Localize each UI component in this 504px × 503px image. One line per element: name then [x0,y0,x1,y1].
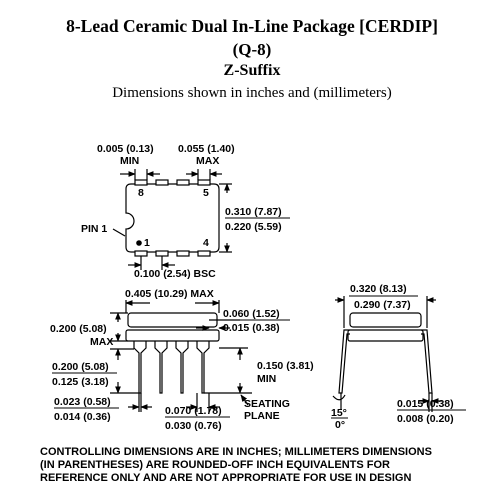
top-view-body [125,183,220,253]
lead-length-max: 0.200 (5.08) [52,361,109,373]
dim-0055-value: 0.055 (1.40) [178,143,235,155]
seating-plane-line1: SEATING [244,398,290,410]
seating-plane-line2: PLANE [244,410,280,422]
pin1-number: 1 [144,237,150,249]
bottom-pad-1 [134,250,148,257]
top-pad-8 [134,179,148,186]
seat-height-qualifier: MIN [257,373,276,385]
lead-length-min: 0.125 (3.18) [52,376,109,388]
pin4-number: 4 [203,237,209,249]
side-view-labels: 0.405 (10.29) MAX 0.060 (1.52) 0.015 (0.… [50,288,314,432]
side-lead-1 [133,341,147,394]
shoulder-min: 0.030 (0.76) [165,420,222,432]
pin5-number: 5 [203,187,209,199]
footer-line-2: (IN PARENTHESES) ARE ROUNDED-OFF INCH EQ… [40,459,390,471]
span-min: 0.290 (7.37) [354,299,411,311]
controlling-dimensions-note: CONTROLLING DIMENSIONS ARE IN INCHES; MI… [40,446,480,485]
width-max: 0.310 (7.87) [225,206,282,218]
end-body-top [349,312,422,328]
seat-height-value: 0.150 (3.81) [257,360,314,372]
end-view-labels: 0.320 (8.13) 0.290 (7.37) 15° 0° 0.015 (… [331,283,466,431]
top-view-labels: 8 5 1 4 PIN 1 0.005 (0.13) MIN 0.055 (1.… [81,143,290,280]
side-lead-3 [175,341,189,394]
side-body-top [127,312,218,328]
height-max-value: 0.200 (5.08) [50,323,107,335]
package-suffix: Z-Suffix [223,62,281,79]
pitch-label: 0.100 (2.54) BSC [134,268,216,280]
bottom-pad-3 [176,250,190,257]
thickness-max: 0.015 (0.38) [397,398,454,410]
package-title: 8-Lead Ceramic Dual In-Line Package [CER… [66,16,438,36]
length-max: 0.405 (10.29) MAX [125,288,214,300]
dim-0005-qualifier: MIN [120,155,139,167]
footer-line-1: CONTROLLING DIMENSIONS ARE IN INCHES; MI… [40,446,432,458]
top-pad-6 [176,179,190,186]
pin1-label: PIN 1 [81,223,107,235]
end-body-bottom [347,329,424,342]
end-lead-right [421,329,433,394]
angle-max: 15° [331,407,347,419]
width-min: 0.220 (5.59) [225,221,282,233]
bottom-pad-2 [155,250,169,257]
side-lead-2 [154,341,168,394]
end-view [332,296,442,412]
lead-width-min: 0.014 (0.36) [54,411,111,423]
shoulder-max: 0.070 (1.78) [165,405,222,417]
angle-min: 0° [335,419,345,431]
dim-0015: 0.015 (0.38) [223,322,280,334]
height-max-qualifier: MAX [90,336,113,348]
lead-width-max: 0.023 (0.58) [54,396,111,408]
package-code: (Q-8) [232,40,272,59]
top-view [112,169,232,270]
thickness-min: 0.008 (0.20) [397,413,454,425]
span-max: 0.320 (8.13) [350,283,407,295]
dim-0055-qualifier: MAX [196,155,219,167]
side-body-bottom [125,329,220,342]
pin1-dot [136,240,142,246]
side-view [110,300,252,412]
side-lead-4 [196,341,210,394]
footer-line-3: REFERENCE ONLY AND ARE NOT APPROPRIATE F… [40,472,412,484]
top-pad-7 [155,179,169,186]
dimension-note: Dimensions shown in inches and (millimet… [112,85,392,101]
top-pad-5 [197,179,211,186]
dim-0005-value: 0.005 (0.13) [97,143,154,155]
bottom-pad-4 [197,250,211,257]
dim-0060: 0.060 (1.52) [223,308,280,320]
pin8-number: 8 [138,187,144,199]
